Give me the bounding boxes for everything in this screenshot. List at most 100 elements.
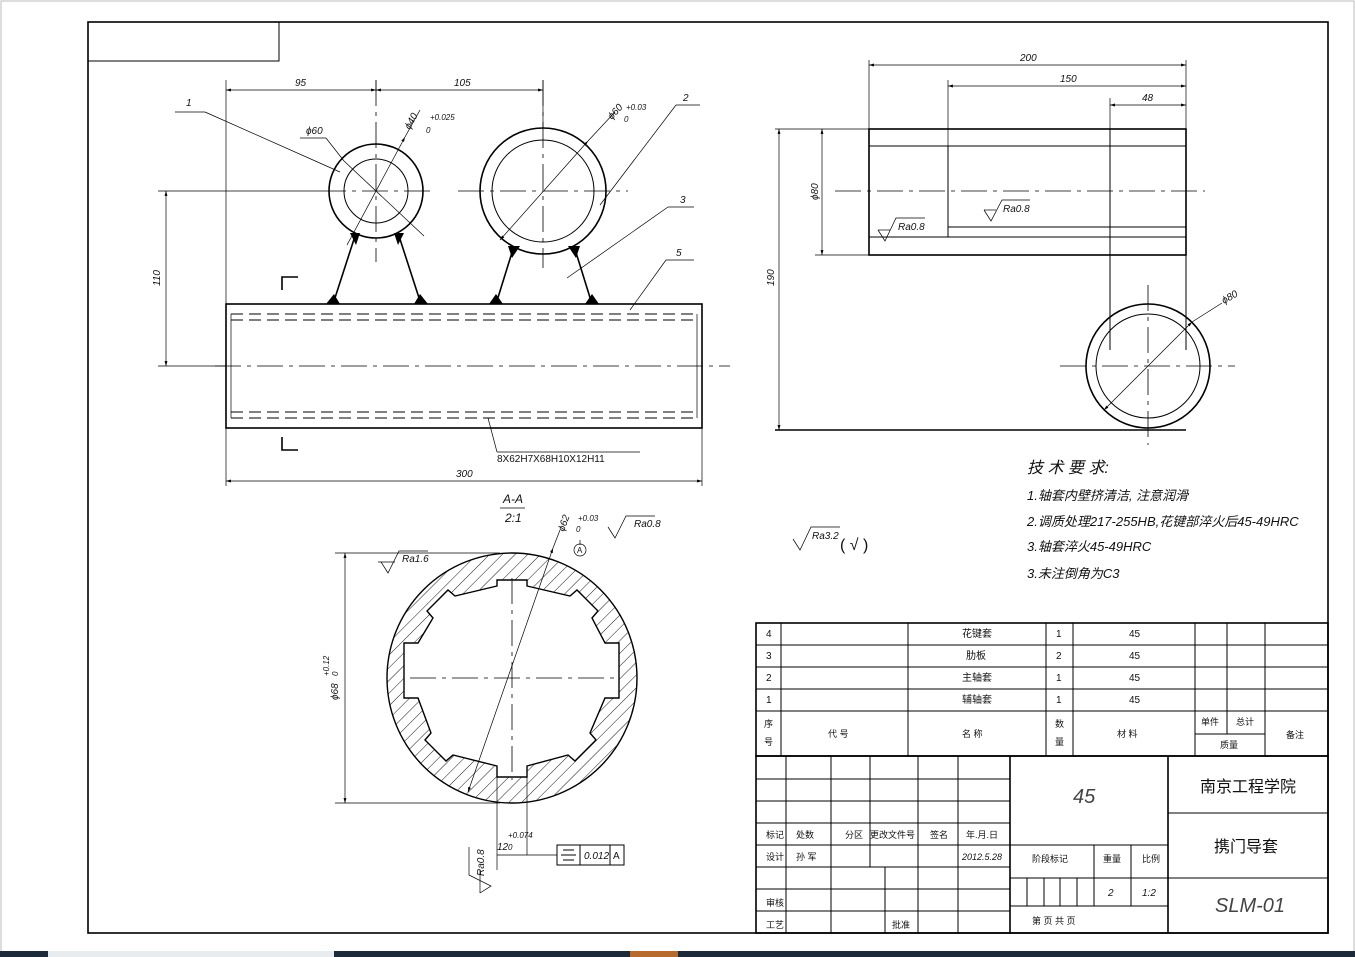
tb-change-doc: 更改文件号 [870, 829, 915, 840]
dim-105: 105 [454, 78, 471, 89]
dim-110: 110 [152, 270, 163, 286]
bom-no: 3 [766, 651, 772, 662]
leader-3: 3 [680, 195, 686, 206]
tb-drawing-no: SLM-01 [1215, 895, 1285, 917]
ra32-paren: ( √ ) [840, 537, 868, 554]
bom-h-mass: 质量 [1220, 739, 1238, 750]
bom-h-remark: 备注 [1286, 729, 1304, 740]
tech-title: 技 术 要 求: [1027, 459, 1109, 477]
bom-no: 2 [766, 673, 772, 684]
tb-weight-val: 2 [1107, 888, 1114, 899]
tb-part-name: 携门导套 [1214, 838, 1278, 856]
bom-h-code: 代 号 [828, 729, 849, 739]
tb-designer: 孙 军 [796, 851, 817, 862]
bom-qty: 1 [1056, 673, 1062, 684]
drawing-border [87, 21, 1329, 934]
dim-w12-tol-low: 0 [508, 843, 513, 852]
front-view: 95 105 110 300 ϕ60 ϕ40 +0.025 0 ϕ60 +0.0… [152, 78, 730, 486]
ra16: Ra1.6 [402, 554, 429, 565]
dim-48: 48 [1142, 93, 1154, 104]
dim-phi60b: ϕ60 [606, 102, 626, 122]
bom-name: 辅轴套 [962, 693, 992, 706]
bom-h-qty2: 量 [1055, 737, 1064, 747]
tb-weight: 重量 [1103, 853, 1121, 864]
dim-phi40-tol: +0.025 [430, 113, 455, 122]
bom-material: 45 [1129, 651, 1141, 662]
top-left-box [87, 21, 280, 62]
section-scale: 2:1 [504, 511, 522, 525]
dim-phi62-tol: +0.03 [578, 514, 599, 523]
section-view: A-A 2:1 ϕ62 +0.03 0 Ra0.8 A Ra1.6 ϕ68 +0… [322, 492, 661, 894]
taskbar-item[interactable] [48, 951, 334, 957]
dim-w12-tol: +0.074 [508, 831, 533, 840]
sym-datum: A [613, 851, 620, 862]
ra08b: Ra0.8 [1003, 204, 1030, 215]
datum-a: A [577, 546, 583, 555]
tb-count: 处数 [796, 829, 814, 840]
section-label: A-A [502, 492, 523, 506]
dim-200: 200 [1019, 53, 1037, 64]
bom-h-no2: 号 [764, 737, 773, 747]
tech-item: 3.轴套淬火45-49HRC [1027, 539, 1152, 554]
title-block: 标记 处数 分区 更改文件号 签名 年.月.日 设计 孙 军 2012.5.28… [755, 755, 1329, 934]
tech-item: 3.未注倒角为C3 [1027, 566, 1120, 581]
tb-process: 工艺 [766, 920, 784, 930]
tb-design: 设计 [766, 851, 784, 862]
dim-phi60b-tol: +0.03 [626, 103, 647, 112]
dim-phi68-tol: +0.12 [322, 655, 331, 676]
dim-phi62: ϕ62 [556, 513, 572, 533]
sym-tolerance: 0.012 [584, 851, 609, 862]
tech-item: 1.轴套内壁挤清洁, 注意润滑 [1027, 488, 1190, 503]
bom-material: 45 [1129, 629, 1141, 640]
dim-w12: 12 [497, 842, 509, 853]
bom-h-unit: 单件 [1201, 716, 1219, 727]
bom-qty: 1 [1056, 695, 1062, 706]
tb-sign: 签名 [930, 829, 948, 840]
ra08a: Ra0.8 [898, 222, 925, 233]
bom-qty: 1 [1056, 629, 1062, 640]
tb-ratio-label: 比例 [1142, 853, 1160, 864]
dim-95: 95 [295, 78, 307, 89]
leader-1: 1 [186, 98, 192, 109]
bom-no: 1 [766, 695, 772, 706]
taskbar-item[interactable] [630, 951, 678, 957]
bom-name: 主轴套 [962, 671, 992, 684]
tb-date-label: 年.月.日 [966, 829, 998, 840]
taskbar [0, 951, 1355, 957]
tb-review: 审核 [766, 897, 784, 908]
tube-outline [225, 303, 703, 429]
dim-phi60: ϕ60 [306, 126, 323, 137]
bom-material: 45 [1129, 673, 1141, 684]
bom-qty: 2 [1056, 651, 1062, 662]
leader-2: 2 [682, 93, 689, 104]
dim-phi68-tol-low: 0 [331, 671, 340, 676]
dim-150: 150 [1060, 74, 1077, 85]
ra08c: Ra0.8 [634, 519, 661, 530]
bom-name: 花键套 [962, 627, 992, 640]
tb-approve: 批准 [892, 919, 910, 930]
bom-name: 肋板 [966, 649, 986, 662]
bom-h-no1: 序 [764, 718, 773, 729]
spline-spec: 8X62H7X68H10X12H11 [497, 454, 605, 465]
leader-5: 5 [676, 248, 682, 259]
tb-stage-mark: 阶段标记 [1032, 853, 1068, 864]
bom-material: 45 [1129, 695, 1141, 706]
dim-phi62-tol-low: 0 [576, 525, 581, 534]
tb-zone: 分区 [845, 830, 863, 840]
tech-requirements: 技 术 要 求: 1.轴套内壁挤清洁, 注意润滑 2.调质处理217-255HB… [1026, 459, 1299, 581]
bom-h-material: 材 料 [1117, 728, 1138, 739]
tb-material: 45 [1073, 786, 1096, 808]
dim-190: 190 [766, 269, 777, 286]
bom-h-name: 名 称 [962, 728, 983, 739]
dim-300: 300 [456, 469, 473, 480]
tb-date: 2012.5.28 [961, 852, 1002, 862]
ra08d: Ra0.8 [476, 849, 487, 876]
tech-item: 2.调质处理217-255HB,花键部淬火后45-49HRC [1026, 514, 1299, 529]
tb-ratio: 1:2 [1142, 888, 1156, 899]
bom-no: 4 [766, 629, 772, 640]
dim-phi60b-tol-low: 0 [624, 115, 629, 124]
dim-phi80c: ϕ80 [1220, 289, 1240, 307]
ra32: Ra3.2 [812, 531, 839, 542]
